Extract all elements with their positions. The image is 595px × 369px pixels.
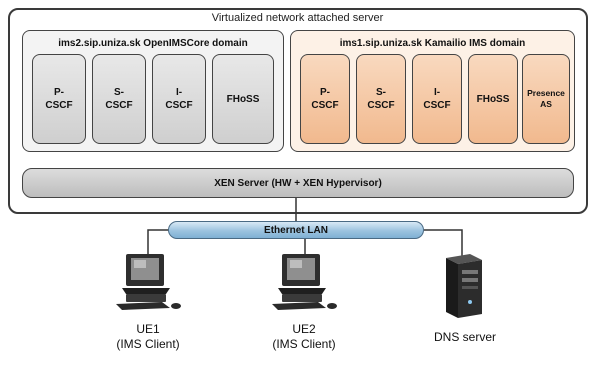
openimscore-domain-title: ims2.sip.uniza.sk OpenIMSCore domain — [58, 38, 248, 49]
xen-server-bar: XEN Server (HW + XEN Hypervisor) — [22, 168, 574, 198]
ue1-label: UE1 — [136, 322, 160, 336]
openims-pcscf: P- CSCF — [32, 54, 86, 144]
desktop-computer-icon — [116, 254, 181, 310]
openims-icscf: I- CSCF — [152, 54, 206, 144]
kamailio-scscf: S- CSCF — [356, 54, 406, 144]
openims-fhoss: FHoSS — [212, 54, 274, 144]
tower-server-icon — [446, 254, 482, 318]
ue2-label: UE2 — [292, 322, 316, 336]
kamailio-fhoss: FHoSS — [468, 54, 518, 144]
openims-scscf: S- CSCF — [92, 54, 146, 144]
kamailio-presence-as: Presence AS — [522, 54, 570, 144]
kamailio-pcscf: P- CSCF — [300, 54, 350, 144]
kamailio-domain-title: ims1.sip.uniza.sk Kamailio IMS domain — [339, 38, 526, 49]
ethernet-lan: Ethernet LAN — [168, 221, 424, 239]
ue2-sublabel: (IMS Client) — [272, 337, 336, 351]
kamailio-icscf: I- CSCF — [412, 54, 462, 144]
dns-server-label: DNS server — [433, 330, 496, 344]
desktop-computer-icon — [272, 254, 337, 310]
virtualized-server-title: Virtualized network attached server — [211, 12, 384, 24]
ue1-sublabel: (IMS Client) — [116, 337, 180, 351]
